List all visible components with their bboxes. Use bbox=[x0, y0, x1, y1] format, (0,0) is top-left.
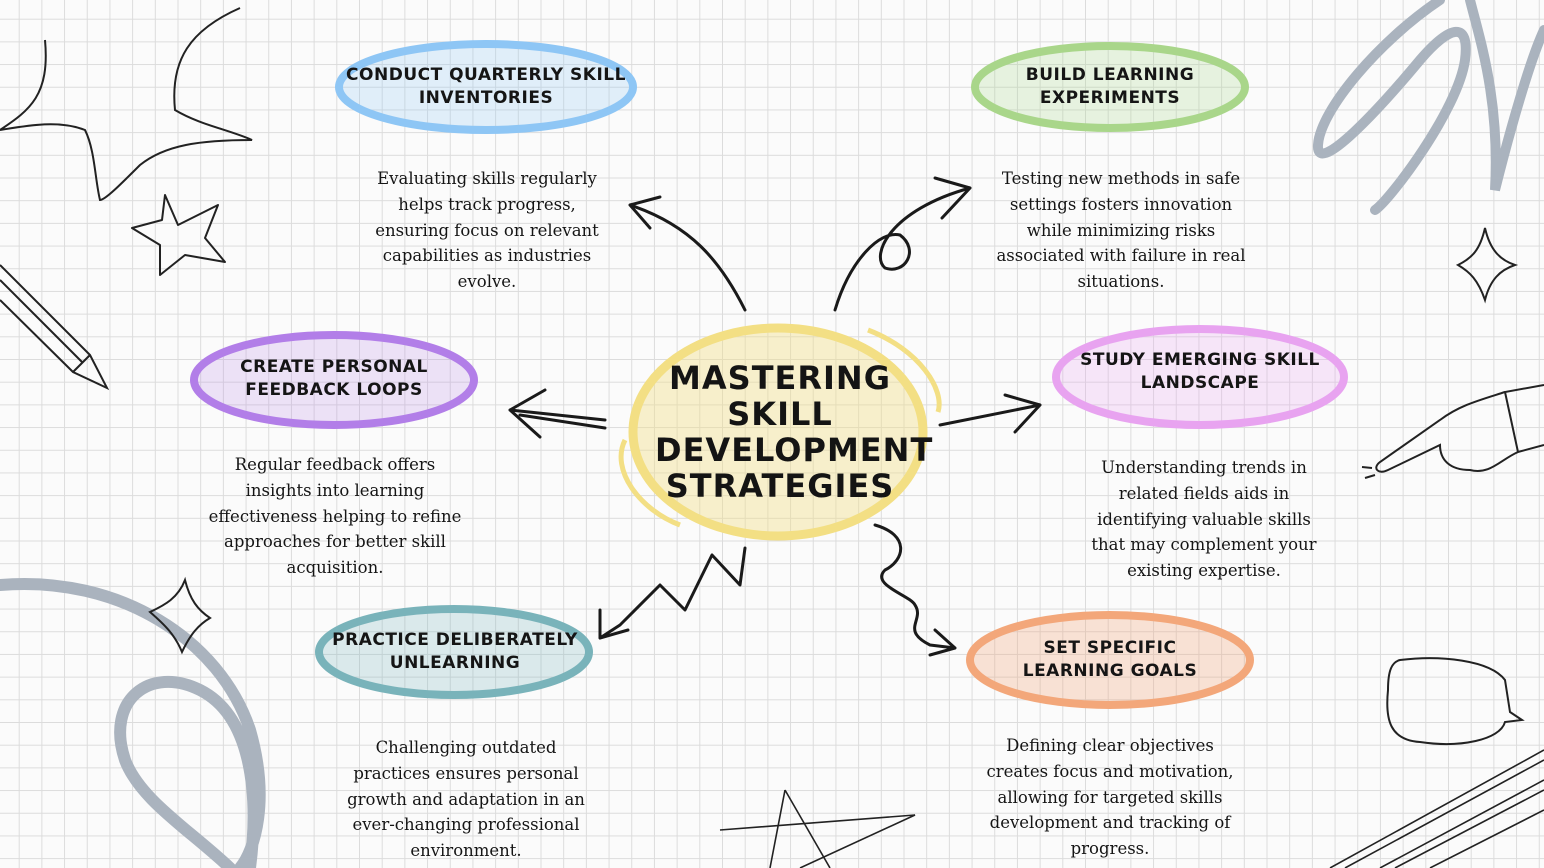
grey-scribble-top-right bbox=[1313, 0, 1544, 215]
connector-arrows bbox=[508, 176, 1042, 657]
node-title-unlearning: PRACTICE DELIBERATELY UNLEARNING bbox=[332, 630, 578, 673]
node-title-feedback: CREATE PERSONAL FEEDBACK LOOPS bbox=[240, 357, 428, 400]
pencil-icon bbox=[0, 264, 110, 391]
outline-star-bottom bbox=[719, 789, 916, 868]
node-desc-inventories: Evaluating skills regularly helps track … bbox=[375, 169, 599, 292]
arrow-to-goals bbox=[873, 523, 957, 657]
arrow-to-experiments bbox=[833, 176, 972, 312]
node-desc-unlearning: Challenging outdated practices ensures p… bbox=[347, 738, 585, 861]
node-title-inventories: CONDUCT QUARTERLY SKILL INVENTORIES bbox=[346, 65, 626, 108]
node-title-goals: SET SPECIFIC LEARNING GOALS bbox=[1022, 638, 1198, 681]
node-desc-experiments: Testing new methods in safe settings fos… bbox=[996, 169, 1246, 292]
bubble-shape-landscape bbox=[1052, 325, 1348, 429]
arrow-to-feedback bbox=[508, 388, 607, 439]
bubble-shape-feedback bbox=[190, 331, 478, 429]
node-desc-goals: Defining clear objectives creates focus … bbox=[986, 736, 1234, 859]
grey-swirl-bottom-left bbox=[0, 578, 266, 868]
hatch-lines bbox=[1329, 749, 1544, 868]
speech-bubble-icon bbox=[1386, 657, 1525, 745]
bubble-shape-goals bbox=[966, 611, 1254, 709]
node-desc-feedback: Regular feedback offers insights into le… bbox=[208, 455, 462, 578]
bubble-shape-inventories bbox=[335, 40, 637, 134]
arrow-to-inventories bbox=[628, 195, 747, 312]
pointing-hand-icon bbox=[1361, 384, 1544, 479]
node-desc-landscape: Understanding trends in related fields a… bbox=[1091, 458, 1317, 581]
sketch-sparkle-top-left bbox=[0, 7, 253, 202]
central-topic: MASTERING SKILL DEVELOPMENT STRATEGIES bbox=[655, 359, 934, 505]
arrow-to-unlearning bbox=[598, 546, 747, 640]
arrow-to-landscape bbox=[938, 393, 1042, 434]
bubble-shape-unlearning bbox=[315, 605, 593, 699]
small-star-icon bbox=[131, 194, 226, 276]
bubble-shape-experiments bbox=[971, 42, 1249, 132]
node-title-experiments: BUILD LEARNING EXPERIMENTS bbox=[1025, 65, 1195, 108]
sparkle-left-icon bbox=[148, 576, 212, 655]
sparkle-right-icon bbox=[1455, 227, 1519, 304]
node-title-landscape: STUDY EMERGING SKILL LANDSCAPE bbox=[1080, 350, 1320, 393]
center-bubble-shape bbox=[618, 323, 942, 541]
